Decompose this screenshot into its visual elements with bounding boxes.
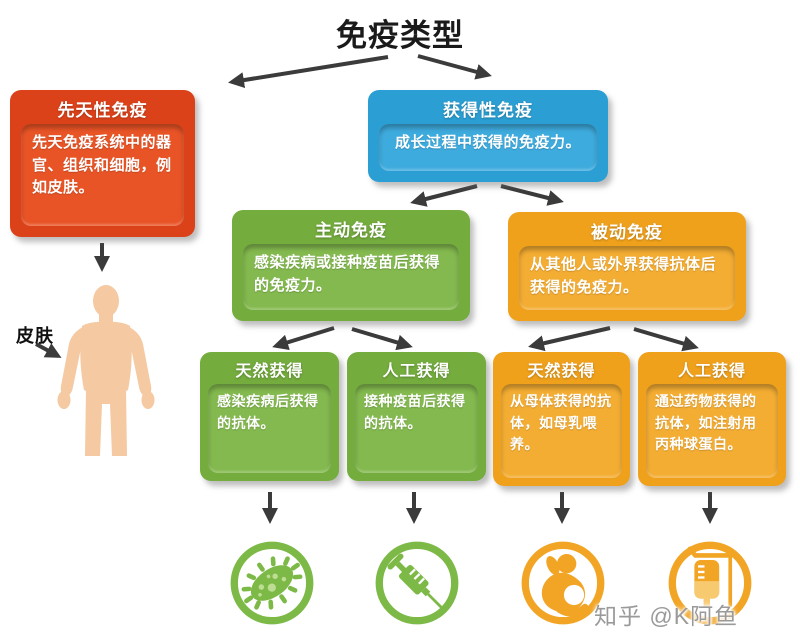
node-innate-title: 先天性免疫: [57, 101, 148, 120]
arrow-passive-to-artificial: [633, 327, 699, 352]
human-body-icon: [57, 285, 155, 456]
arrow-acquired-to-passive: [500, 184, 564, 206]
breastfeeding-icon: [521, 541, 605, 625]
node-passive-title: 被动免疫: [591, 223, 663, 242]
node-passive-artificial-title: 人工获得: [677, 363, 746, 380]
node-active-artificial-body: 接种疫苗后获得的抗体。: [355, 384, 478, 473]
arrow-active-to-natural: [272, 326, 335, 351]
node-passive-artificial-body: 通过药物获得的抗体，如注射用丙种球蛋白。: [646, 384, 778, 478]
node-innate-body: 先天免疫系统中的器官、组织和细胞，例如皮肤。: [21, 124, 184, 226]
node-passive-natural-body: 从母体获得的抗体，如母乳喂养。: [501, 384, 622, 478]
node-acquired-immunity: 获得性免疫 成长过程中获得的免疫力。: [368, 90, 608, 182]
node-active-natural-body: 感染疾病后获得的抗体。: [208, 384, 331, 473]
syringe-icon: [375, 541, 459, 625]
arrow-title-to-innate: [228, 55, 389, 89]
arrow-skin-label-to-body: [35, 342, 62, 358]
bacteria-icon: [230, 541, 314, 625]
node-active-immunity: 主动免疫 感染疾病或接种疫苗后获得的免疫力。: [232, 210, 470, 321]
node-innate-immunity: 先天性免疫 先天免疫系统中的器官、组织和细胞，例如皮肤。: [10, 90, 195, 237]
node-acquired-title: 获得性免疫: [443, 101, 533, 120]
node-active-natural-title: 天然获得: [235, 363, 304, 380]
node-active-title: 主动免疫: [315, 221, 387, 240]
node-active-natural: 天然获得 感染疾病后获得的抗体。: [200, 352, 339, 481]
page-title: 免疫类型: [336, 18, 464, 53]
arrow-active-to-artificial: [351, 327, 413, 351]
node-passive-natural-title: 天然获得: [527, 363, 596, 380]
node-passive-artificial: 人工获得 通过药物获得的抗体，如注射用丙种球蛋白。: [638, 352, 786, 486]
node-active-artificial-title: 人工获得: [382, 363, 451, 380]
node-passive-body: 从其他人或外界获得抗体后获得的免疫力。: [519, 246, 735, 310]
node-active-artificial: 人工获得 接种疫苗后获得的抗体。: [347, 352, 486, 481]
node-passive-natural: 天然获得 从母体获得的抗体，如母乳喂养。: [493, 352, 630, 486]
node-acquired-body: 成长过程中获得的免疫力。: [379, 124, 597, 171]
arrow-acquired-to-active: [410, 184, 478, 207]
arrow-passive-to-natural: [528, 326, 611, 352]
node-passive-immunity: 被动免疫 从其他人或外界获得抗体后获得的免疫力。: [508, 212, 746, 321]
arrow-title-to-acquired: [417, 54, 492, 80]
watermark: 知乎 @K阿鱼: [594, 603, 739, 629]
node-active-body: 感染疾病或接种疫苗后获得的免疫力。: [243, 244, 459, 310]
skin-label: 皮肤: [16, 326, 54, 346]
iv-drip-icon: [668, 541, 752, 625]
